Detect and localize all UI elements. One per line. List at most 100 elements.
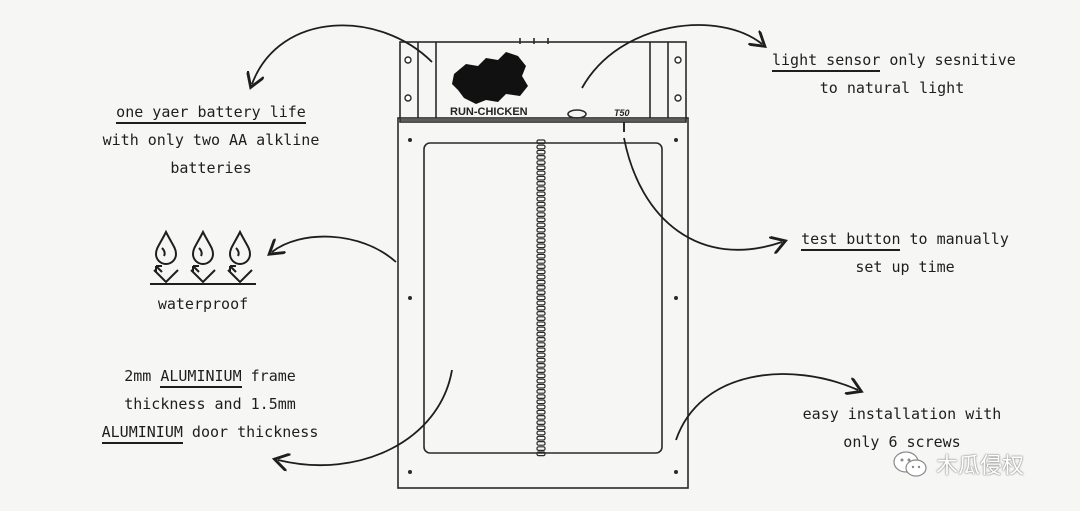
test-button-line-1-rest: to manually	[900, 230, 1009, 248]
chain-link	[536, 222, 546, 228]
callout-sensor: light sensor only sesnitive to natural l…	[772, 46, 1016, 102]
chain-link	[536, 149, 546, 155]
chain-link	[536, 227, 546, 233]
chain-link	[536, 186, 546, 192]
callout-test-button: test button to manually set up time	[790, 225, 1020, 281]
chain-link	[536, 160, 546, 166]
aluminium-line-3-rest: door thickness	[182, 423, 319, 441]
chain-link	[536, 233, 546, 238]
arrow-test-button	[623, 137, 782, 250]
chain-link	[536, 326, 546, 332]
chain-link	[536, 342, 546, 347]
chain-link	[536, 279, 546, 285]
light-sensor	[567, 109, 587, 119]
chain-link	[536, 175, 546, 181]
installation-line-2: only 6 screws	[843, 433, 961, 451]
chain-link	[536, 311, 546, 316]
chain-link	[536, 139, 546, 145]
chain-link	[536, 337, 546, 342]
chain-link	[536, 420, 546, 425]
arrow-waterproof	[272, 235, 397, 263]
chain-link	[536, 394, 546, 399]
chain-link	[536, 212, 546, 218]
aluminium-line-1-rest: frame	[241, 367, 296, 385]
chain-link	[536, 207, 546, 212]
aluminium-line-1-pre: 2mm	[124, 367, 161, 385]
chain-link	[536, 196, 546, 202]
battery-life-text: one yaer battery life	[116, 103, 306, 124]
chain-link	[536, 285, 546, 290]
sensor-highlight: light sensor	[772, 51, 881, 72]
chain-link	[536, 383, 546, 389]
water-drop-icon	[228, 229, 252, 265]
chain-link	[536, 399, 546, 405]
chain-link	[536, 264, 546, 269]
waterproof-icon	[150, 229, 256, 285]
wechat-icon	[893, 451, 927, 477]
chain-link	[536, 253, 546, 259]
door-chain	[536, 139, 546, 457]
chain-link	[536, 368, 546, 373]
test-button-highlight: test button	[801, 230, 901, 251]
chain-link	[536, 305, 546, 311]
chain-link	[536, 373, 546, 379]
chain-link	[536, 316, 546, 321]
header-screws	[404, 56, 682, 102]
chain-link	[536, 295, 546, 301]
control-box	[399, 41, 687, 123]
chain-link	[536, 191, 546, 197]
watermark: 木瓜侵权	[892, 448, 1024, 480]
chain-link	[536, 259, 546, 264]
chain-link	[536, 441, 546, 446]
chain-link	[536, 217, 546, 223]
chain-link	[536, 165, 546, 171]
chain-link	[536, 363, 546, 368]
chain-link	[536, 446, 546, 451]
callout-installation: easy installation with only 6 screws	[792, 400, 1012, 456]
chain-link	[536, 435, 546, 441]
chain-link	[536, 144, 546, 150]
chain-link	[536, 378, 546, 384]
sensor-line-2: to natural light	[819, 79, 965, 97]
aluminium-line-2: thickness and 1.5mm	[124, 395, 296, 413]
arrow-installation	[675, 373, 858, 441]
chain-link	[536, 300, 546, 306]
chain-link	[536, 352, 546, 358]
chain-link	[536, 170, 546, 176]
chain-link	[536, 415, 546, 420]
chain-link	[536, 357, 546, 363]
model-label: T50	[614, 108, 630, 118]
aluminium-highlight-2: ALUMINIUM	[101, 423, 183, 444]
chain-link	[536, 404, 546, 410]
chain-link	[536, 451, 546, 457]
chain-link	[536, 243, 546, 249]
callout-battery: one yaer battery life with only two AA a…	[96, 98, 326, 182]
door-frame	[397, 117, 689, 489]
sensor-line-1-rest: only sesnitive	[880, 51, 1016, 69]
arrow-battery	[252, 24, 433, 84]
waterproof-label: waterproof	[157, 295, 249, 313]
chain-link	[536, 389, 546, 394]
chain-link	[536, 430, 546, 436]
battery-line-3: batteries	[170, 159, 252, 177]
frame-screws	[408, 138, 678, 474]
water-drop-icon	[154, 229, 178, 265]
chain-link	[536, 290, 546, 295]
water-drop-icon	[191, 229, 215, 265]
chain-link	[536, 155, 546, 160]
chain-link	[536, 274, 546, 280]
arrow-aluminium	[278, 369, 453, 465]
battery-line-2: with only two AA alkline	[102, 131, 320, 149]
arrow-sensor	[581, 24, 762, 89]
watermark-text: 木瓜侵权	[936, 454, 1025, 479]
installation-line-1: easy installation with	[802, 405, 1002, 423]
chain-link	[536, 248, 546, 254]
chain-link	[536, 238, 546, 244]
aluminium-highlight-1: ALUMINIUM	[160, 367, 242, 388]
chain-link	[536, 181, 546, 186]
test-button-line-2: set up time	[855, 258, 955, 276]
chain-link	[536, 409, 546, 415]
